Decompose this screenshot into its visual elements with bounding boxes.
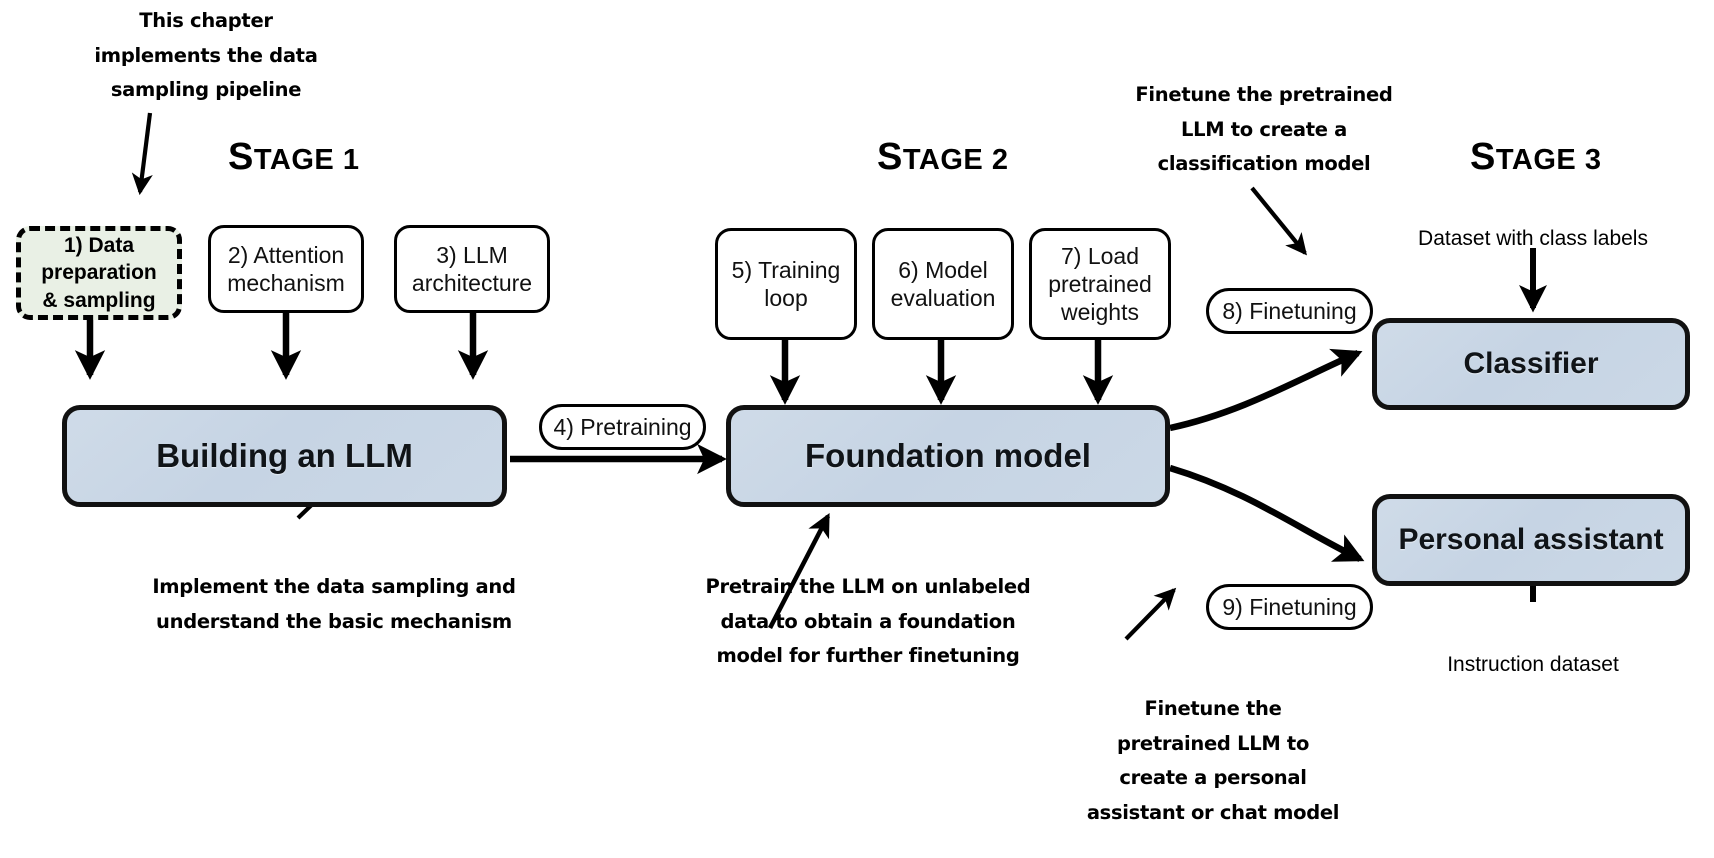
chapter-note: This chapter implements the data samplin…	[94, 9, 318, 102]
assistant-note: Finetune the pretrained LLM to create a …	[1086, 697, 1340, 825]
stage-3-title: STAGE 3	[1470, 136, 1601, 179]
classification-note: Finetune the pretrained LLM to create a …	[1135, 83, 1393, 176]
stage-1-title: STAGE 1	[228, 136, 359, 179]
stage-3-title-rest: TAGE 3	[1495, 144, 1602, 176]
stage-2-title-rest: TAGE 2	[902, 144, 1009, 176]
step-6-model-evaluation-box[interactable]: 6) Model evaluation	[872, 228, 1014, 340]
arrow-chapter-note-to-step1	[131, 112, 153, 196]
classifier-box[interactable]: Classifier	[1372, 318, 1690, 410]
step-7-load-weights-box[interactable]: 7) Load pretrained weights	[1029, 228, 1171, 340]
arrow-assistant-note-to-step9	[1124, 587, 1177, 641]
building-llm-note: Implement the data sampling and understa…	[152, 575, 516, 633]
dataset-class-labels-caption: Dataset with class labels	[1418, 227, 1648, 250]
arrow-classifier-note-to-step8	[1250, 186, 1307, 256]
step-5-training-loop-box[interactable]: 5) Training loop	[715, 228, 857, 340]
stage-3-title-initial: S	[1470, 136, 1496, 178]
stage-1-title-initial: S	[228, 136, 254, 178]
step-2-attention-box[interactable]: 2) Attention mechanism	[208, 225, 364, 313]
instruction-dataset-caption: Instruction dataset	[1447, 653, 1619, 676]
arrow-foundation-to-assistant	[1169, 464, 1365, 562]
step-9-finetuning-pill[interactable]: 9) Finetuning	[1206, 584, 1373, 630]
step-3-architecture-box[interactable]: 3) LLM architecture	[394, 225, 550, 313]
arrow-foundation-to-classifier	[1169, 348, 1363, 432]
step-1-data-preparation-box[interactable]: 1) Data preparation & sampling	[16, 226, 182, 320]
stage-1-title-rest: TAGE 1	[253, 144, 360, 176]
personal-assistant-box[interactable]: Personal assistant	[1372, 494, 1690, 586]
building-an-llm-box[interactable]: Building an LLM	[62, 405, 507, 507]
stage-2-title: STAGE 2	[877, 136, 1008, 179]
foundation-model-box[interactable]: Foundation model	[726, 405, 1170, 507]
step-8-finetuning-pill[interactable]: 8) Finetuning	[1206, 288, 1373, 334]
pretraining-note: Pretrain the LLM on unlabeled data to ob…	[705, 575, 1031, 668]
stage-2-title-initial: S	[877, 136, 903, 178]
step-4-pretraining-pill[interactable]: 4) Pretraining	[539, 404, 706, 450]
